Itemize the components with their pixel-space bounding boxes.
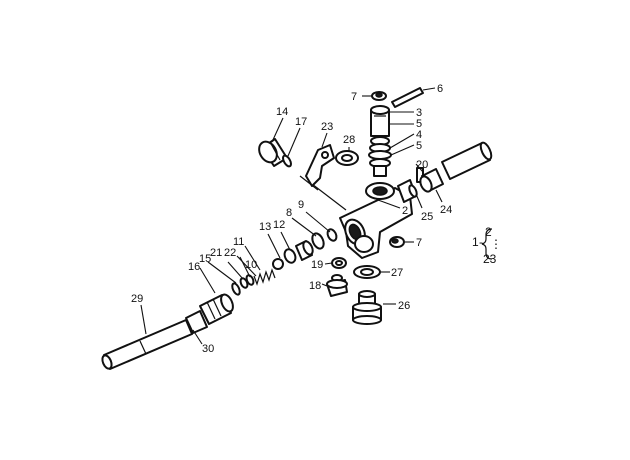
- label-5b: 5: [416, 140, 422, 152]
- label-3: 3: [416, 107, 422, 119]
- fitting-16: [185, 293, 234, 334]
- label-29: 29: [131, 293, 143, 305]
- washer-22: [245, 274, 255, 286]
- label-6: 6: [437, 83, 443, 95]
- label-15: 15: [199, 253, 211, 265]
- bracket-23: [305, 144, 335, 187]
- label-13: 13: [259, 221, 271, 233]
- label-14: 14: [276, 106, 288, 118]
- legend-brace: [481, 228, 493, 260]
- label-26: 26: [398, 300, 410, 312]
- label-23: 23: [321, 121, 333, 133]
- label-22: 22: [224, 247, 236, 259]
- nut-24: [419, 168, 444, 193]
- ball-10: [272, 258, 284, 270]
- leader-lines: [140, 87, 443, 345]
- plug-26: [352, 290, 382, 325]
- label-25: 25: [421, 211, 433, 223]
- label-21: 21: [210, 247, 222, 259]
- label-16: 16: [188, 261, 200, 273]
- label-28: 28: [343, 134, 355, 146]
- washer-19: [331, 257, 347, 269]
- cap-14: [258, 138, 288, 167]
- legend-main: 1: [472, 235, 479, 249]
- label-7-lower: 7: [416, 237, 422, 249]
- part-12: [295, 240, 314, 261]
- part-13: [283, 248, 297, 264]
- legend-ellipsis: ⋮: [490, 237, 502, 251]
- label-18: 18: [309, 280, 321, 292]
- label-30: 30: [202, 343, 214, 355]
- label-5a: 5: [416, 118, 422, 130]
- legend-dash: -: [479, 235, 483, 249]
- top-stack: [368, 87, 424, 177]
- legend-item-2: 2: [485, 225, 492, 239]
- hose-24: [441, 141, 493, 180]
- label-8: 8: [286, 207, 292, 219]
- part-labels: 7 6 3 5 4 5 14 17 23 28 20 25 24 2 7 9 8…: [131, 83, 452, 355]
- label-24: 24: [440, 204, 452, 216]
- nut-7-lower: [389, 236, 405, 248]
- washer-25: [408, 184, 418, 198]
- assembly-legend: 1 - 2 ⋮ 23: [472, 225, 502, 266]
- part-8: [311, 232, 325, 250]
- label-2: 2: [402, 205, 408, 217]
- label-27: 27: [391, 267, 403, 279]
- label-9: 9: [298, 199, 304, 211]
- washer-17: [282, 154, 292, 168]
- spring-11: [253, 268, 276, 286]
- label-7-top: 7: [351, 91, 357, 103]
- legend-item-23: 23: [483, 252, 497, 266]
- washer-28: [335, 150, 359, 166]
- washer-15: [231, 282, 241, 296]
- label-20: 20: [416, 159, 428, 171]
- label-17: 17: [295, 116, 307, 128]
- tube-29: [101, 319, 193, 370]
- label-4: 4: [416, 129, 422, 141]
- label-12: 12: [273, 219, 285, 231]
- label-19: 19: [311, 259, 323, 271]
- label-11: 11: [233, 236, 244, 248]
- plug-18: [326, 274, 348, 297]
- label-10: 10: [245, 259, 257, 271]
- washer-27: [353, 265, 381, 279]
